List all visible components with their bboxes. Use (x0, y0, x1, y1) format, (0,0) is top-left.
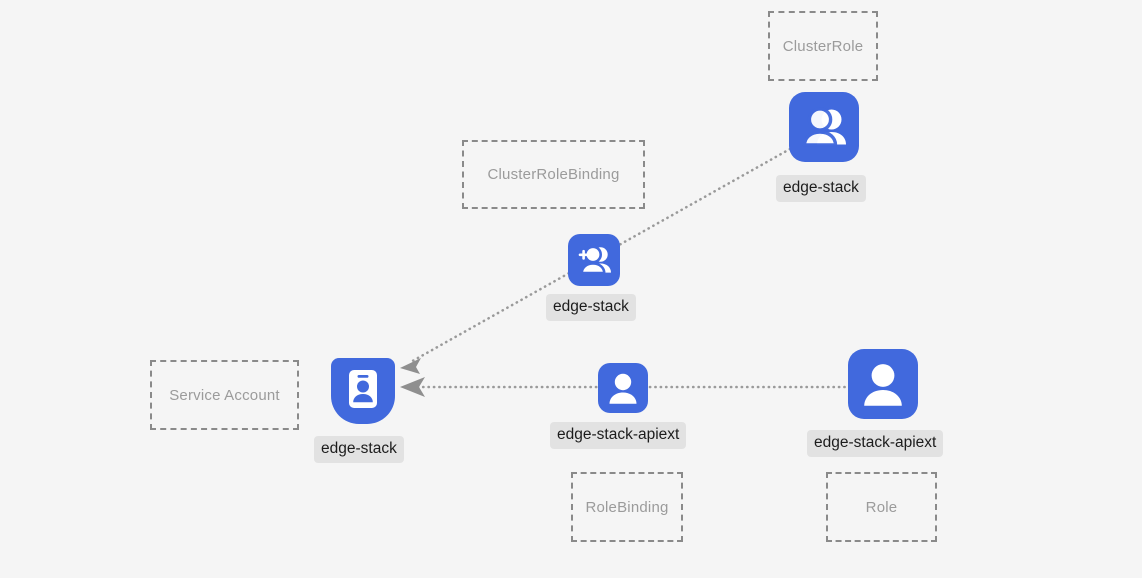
group-label-clusterrole: ClusterRole (782, 37, 864, 55)
person-icon[interactable] (598, 363, 648, 413)
group-box-role: Role (826, 472, 937, 542)
group-box-clusterrolebinding: ClusterRoleBinding (462, 140, 645, 209)
group-box-clusterrole: ClusterRole (768, 11, 878, 81)
group-box-serviceaccount: Service Account (150, 360, 299, 430)
two-people-icon[interactable] (789, 92, 859, 162)
node-label-serviceaccount: edge-stack (314, 436, 404, 463)
node-label-clusterrolebinding: edge-stack (546, 294, 636, 321)
node-label-role: edge-stack-apiext (807, 430, 944, 457)
group-label-clusterrolebinding: ClusterRoleBinding (487, 166, 620, 183)
group-label-role: Role (865, 498, 898, 516)
node-label-rolebinding: edge-stack-apiext (550, 422, 687, 449)
group-box-rolebinding: RoleBinding (571, 472, 683, 542)
person-add-icon[interactable] (568, 234, 620, 286)
group-label-rolebinding: RoleBinding (585, 498, 669, 516)
node-label-clusterrole: edge-stack (776, 175, 866, 202)
id-badge-icon[interactable] (331, 358, 395, 424)
group-label-serviceaccount: Service Account (169, 386, 280, 404)
person-icon[interactable] (848, 349, 918, 419)
